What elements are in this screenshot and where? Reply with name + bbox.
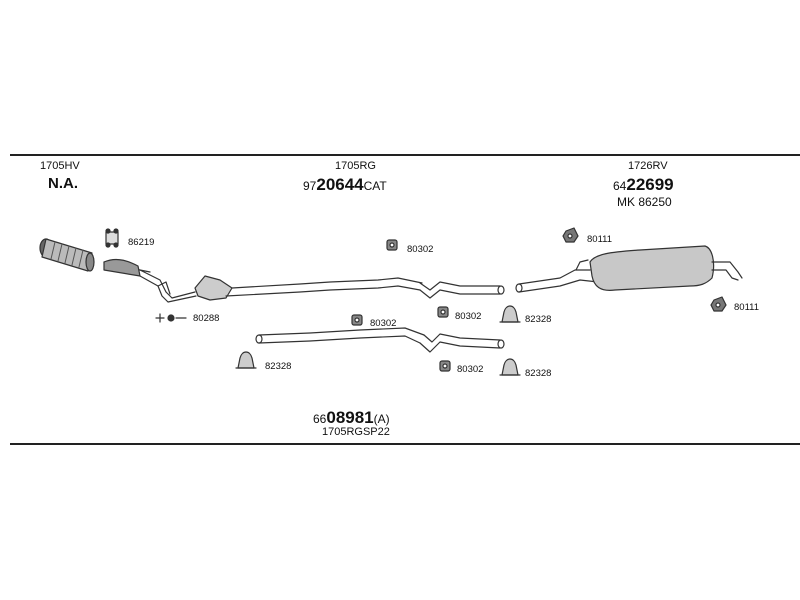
hanger-80111-b [710,296,727,312]
right-section-code: 1726RV [628,160,668,172]
part-label-82328-c: 82328 [525,368,552,379]
part-label-80288: 80288 [193,313,220,324]
hanger-80302-b [351,314,363,326]
part-label-82328-a: 82328 [525,314,552,325]
clamp-82328-c [499,358,521,376]
left-section-part-number: N.A. [48,175,78,192]
part-label-80302-d: 80302 [457,364,484,375]
middle-part-number: 20644 [316,175,364,194]
right-part-number: 22699 [626,175,674,194]
kit-code: 1705RGSP22 [322,426,390,438]
part-label-82328-b: 82328 [265,361,292,372]
right-section-kit-number: MK 86250 [617,195,672,209]
part-label-80111-a: 80111 [587,234,613,245]
right-part-prefix: 64 [613,179,627,193]
kit-part-main-number: 08981 [326,408,374,427]
hanger-80302-a [386,239,398,251]
part-label-80302-c: 80302 [455,311,482,322]
left-section-code: 1705HV [40,160,80,172]
hanger-80302-d [439,360,451,372]
middle-section-code: 1705RG [335,160,376,172]
middle-part-suffix: CAT [363,179,387,193]
part-label-80302-b: 80302 [370,318,397,329]
right-section-part-number: 6422699 [613,175,674,195]
kit-part-suffix: (A) [373,412,390,426]
kit-part-number: 6608981(A) [313,408,390,428]
part-label-80302-a: 80302 [407,244,434,255]
middle-part-prefix: 97 [303,179,317,193]
flex-pipe-drawing [39,238,95,272]
rear-silencer-drawing [515,245,743,293]
part-label-80111-b: 80111 [734,302,760,313]
kit-part-prefix: 66 [313,412,327,426]
bolt-set-80288-drawing [155,313,187,323]
clamp-82328-b [235,351,257,369]
hanger-80111-a [562,227,579,243]
intermediate-pipe-drawing [255,327,505,353]
part-label-86219: 86219 [128,237,155,248]
top-divider [10,154,800,156]
front-pipe-catalyst-drawing [103,258,505,303]
hanger-80302-c [437,306,449,318]
middle-section-part-number: 9720644CAT [303,175,387,195]
clamp-82328-a [499,305,521,323]
gasket-86219-drawing [105,228,119,248]
bottom-divider [10,443,800,445]
